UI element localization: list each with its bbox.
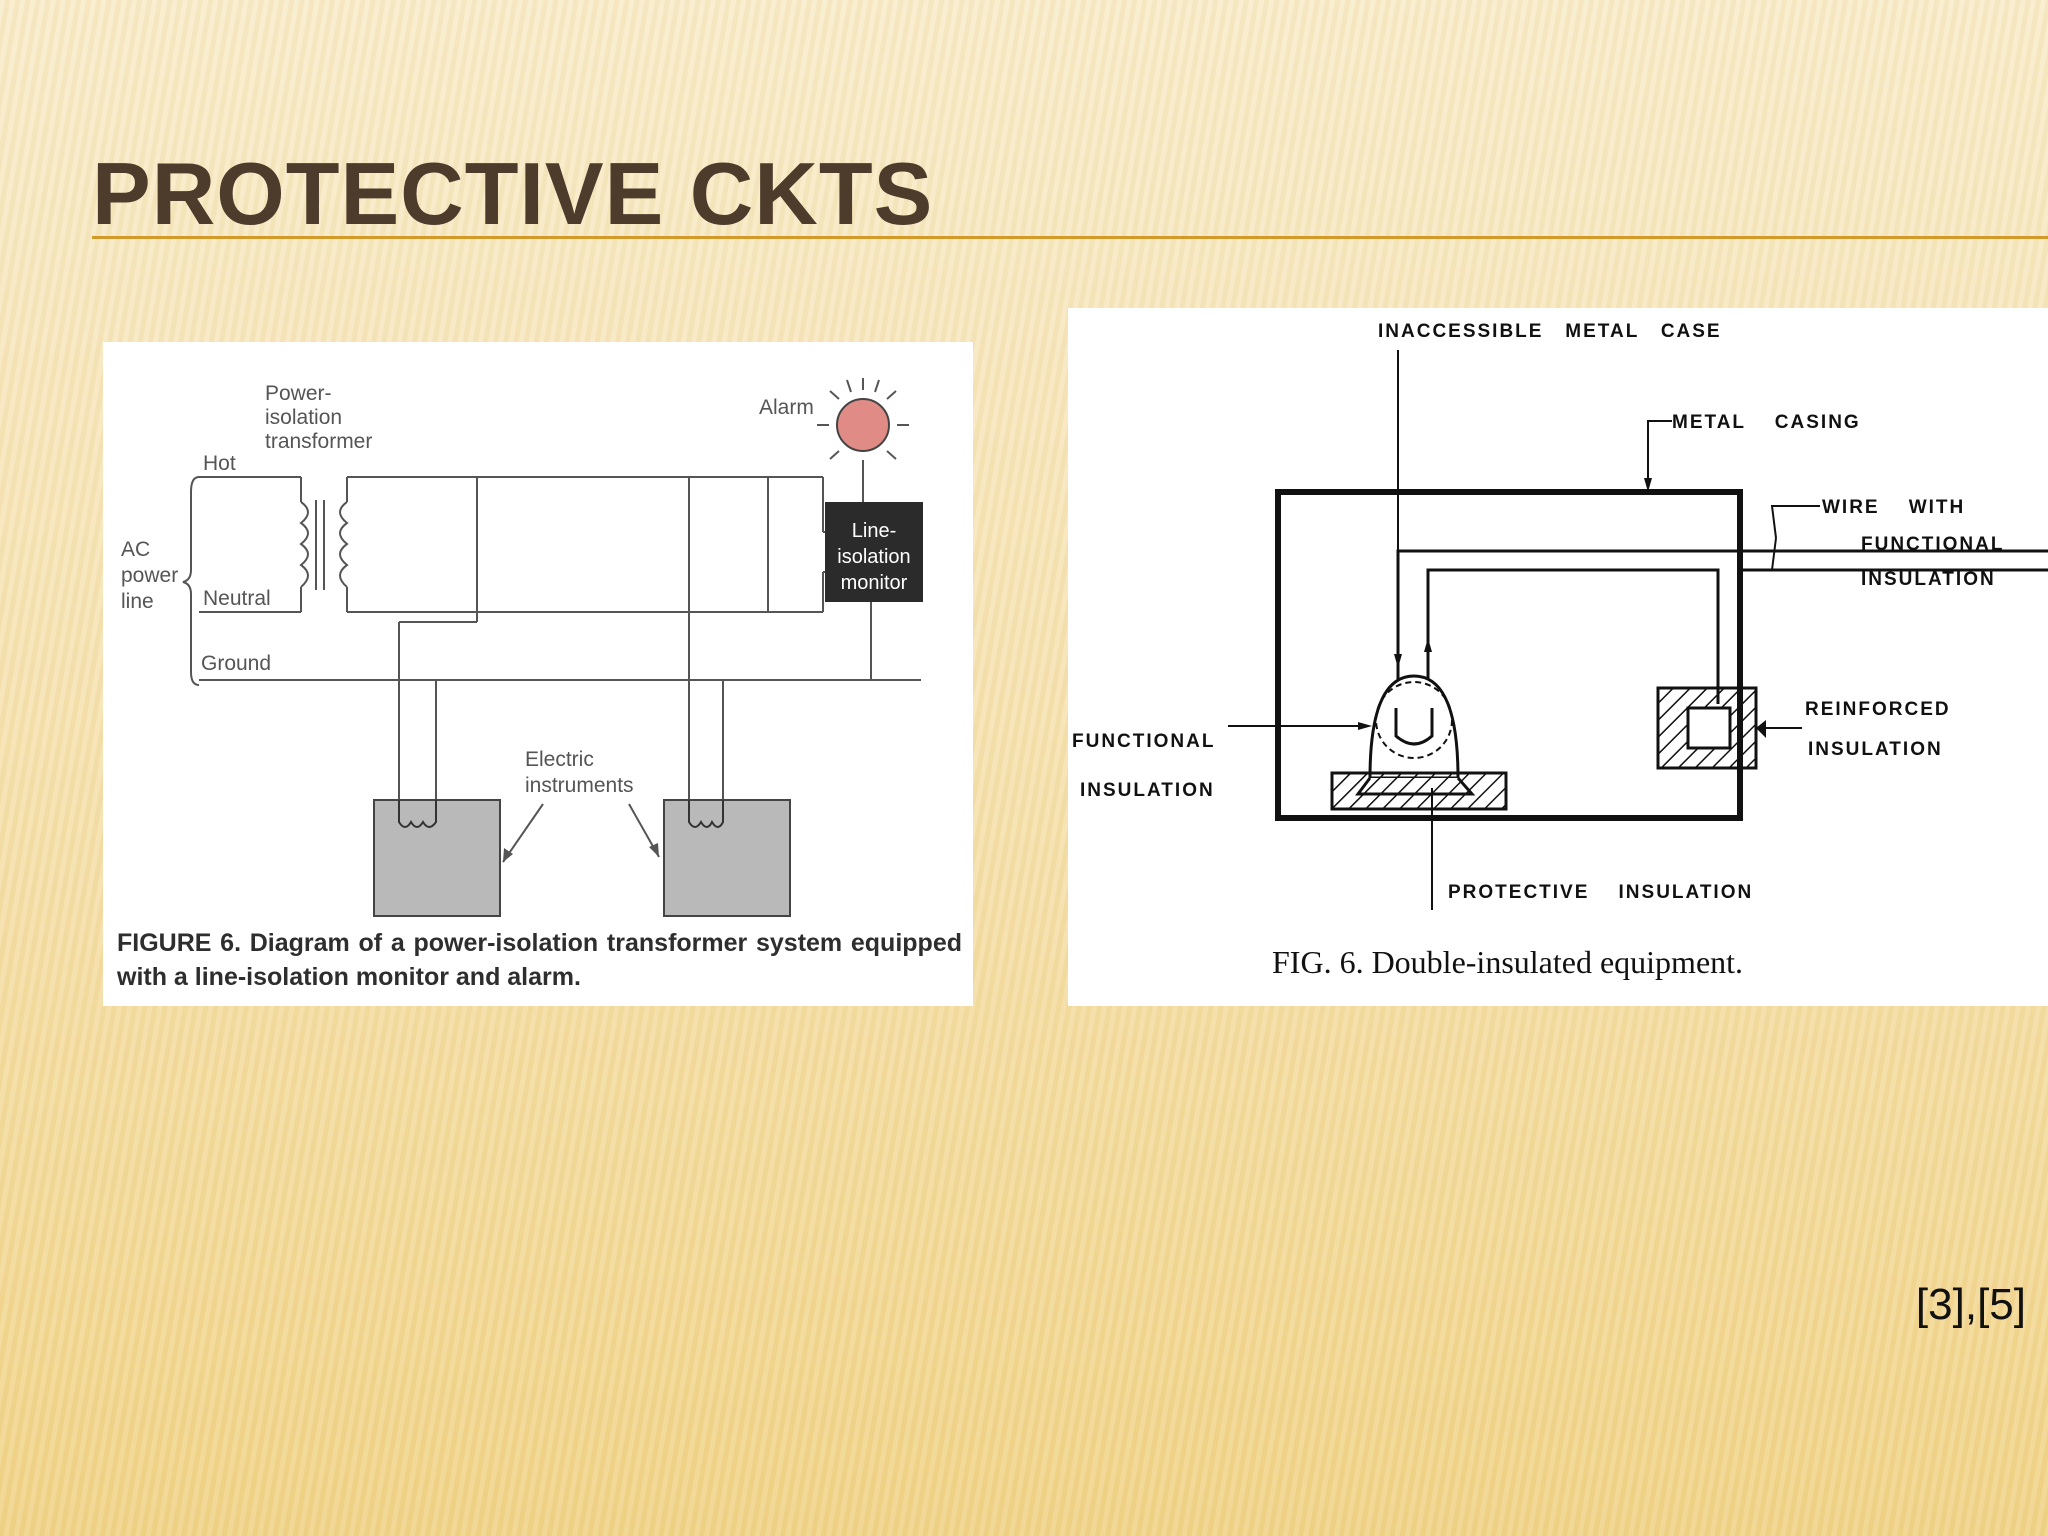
ac-label-2: power: [121, 564, 178, 587]
left-figure-caption: FIGURE 6. Diagram of a power-isolation t…: [117, 929, 962, 991]
ac-label-3: line: [121, 590, 154, 613]
transformer-primary-coil: [299, 501, 309, 588]
leader-metal-casing: [1647, 420, 1672, 488]
title-underline: [92, 236, 2048, 239]
double-insulated-schematic: INACCESSIBLE METAL CASE METAL CASING WIR…: [1072, 321, 2048, 910]
label-wire-1: WIRE WITH: [1822, 497, 1965, 518]
monitor-label-1: Line-: [852, 520, 896, 542]
label-functional-1: FUNCTIONAL: [1072, 731, 1215, 752]
hot-label: Hot: [203, 452, 236, 475]
alarm-lamp: [836, 398, 890, 452]
ac-label-1: AC: [121, 538, 150, 561]
transformer-label-1: Power-: [265, 382, 332, 405]
transformer-label-3: transformer: [265, 430, 372, 453]
label-inaccessible-metal-case: INACCESSIBLE METAL CASE: [1378, 321, 1722, 342]
line-isolation-monitor-box: [825, 502, 923, 602]
ac-line-brace: [182, 476, 200, 686]
alarm-rays: [817, 378, 909, 460]
instruments-label-2: instruments: [525, 774, 634, 797]
neutral-label: Neutral: [203, 587, 271, 610]
label-reinforced-1: REINFORCED: [1805, 699, 1951, 720]
label-protective-insulation: PROTECTIVE INSULATION: [1448, 882, 1753, 903]
alarm-label: Alarm: [759, 396, 814, 419]
right-figure-caption: FIG. 6. Double-insulated equipment.: [1272, 944, 1744, 980]
electric-instrument-2: [663, 799, 791, 917]
monitor-label-2: isolation: [837, 546, 910, 568]
double-insulated-diagram: INACCESSIBLE METAL CASE METAL CASING WIR…: [1068, 308, 2048, 1006]
citation-reference: [3],[5]: [1915, 1280, 2026, 1329]
label-functional-2: INSULATION: [1080, 780, 1215, 801]
label-wire-2: FUNCTIONAL: [1861, 534, 2004, 555]
power-isolation-diagram: Power- isolation transformer Hot AC powe…: [103, 342, 973, 1006]
slide-title: PROTECTIVE CKTS: [92, 144, 934, 243]
switch-inner: [1686, 706, 1732, 750]
motor-body: [1368, 674, 1460, 780]
motor-functional-insulation: [1375, 681, 1453, 759]
power-isolation-schematic: Power- isolation transformer Hot AC powe…: [121, 378, 923, 917]
instruments-label-1: Electric: [525, 748, 594, 771]
label-metal-casing: METAL CASING: [1672, 412, 1861, 433]
label-wire-3: INSULATION: [1861, 569, 1996, 590]
label-reinforced-2: INSULATION: [1808, 739, 1943, 760]
ground-label: Ground: [201, 652, 271, 675]
leader-wire: [1770, 505, 1820, 539]
transformer-secondary-coil: [339, 501, 349, 588]
transformer-label-2: isolation: [265, 406, 342, 429]
protective-insulation-base: [1330, 771, 1508, 811]
monitor-label-3: monitor: [841, 572, 908, 594]
